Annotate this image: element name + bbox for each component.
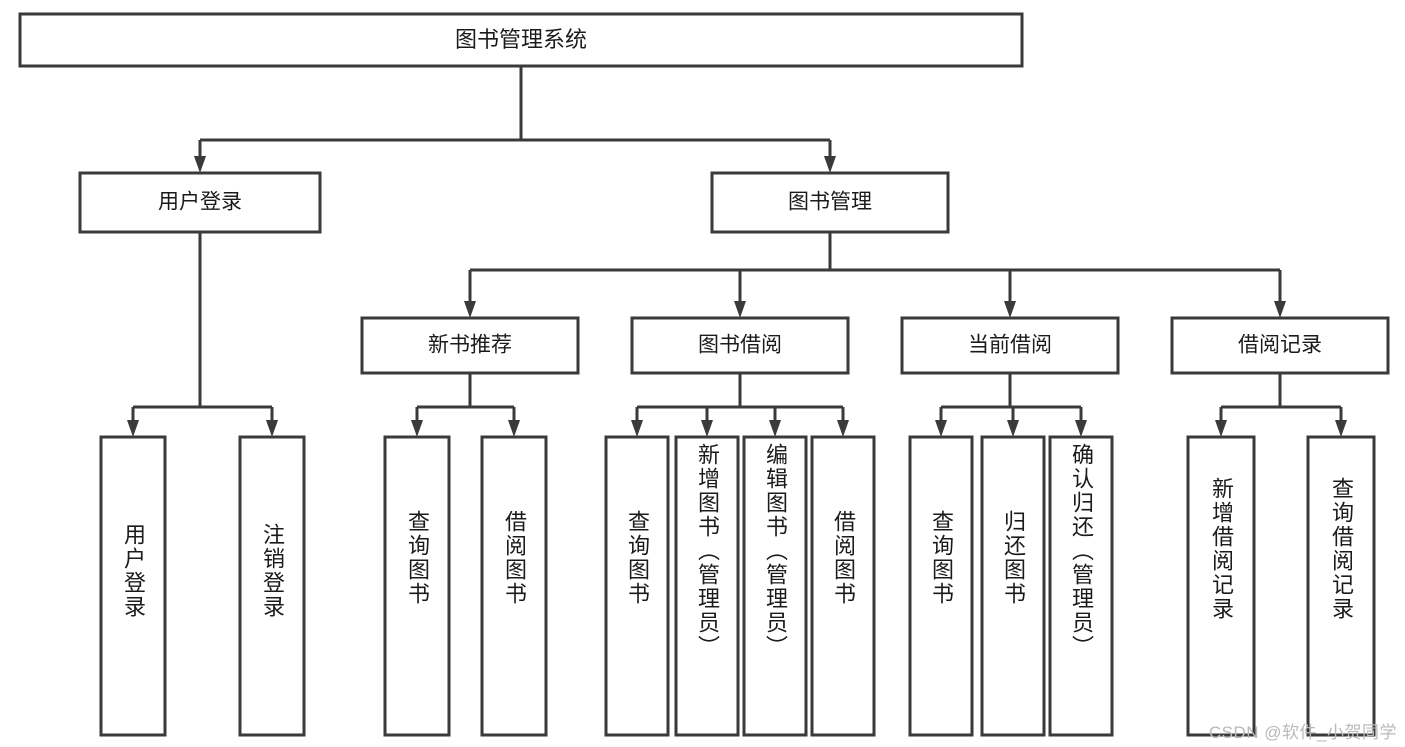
new-book-recommend-box[interactable] [360, 316, 580, 375]
arrowhead-new-book-rec [464, 301, 476, 318]
leaf-box-user-login[interactable] [99, 435, 167, 737]
arrowhead-current-borrow [1004, 301, 1016, 318]
node-new-book-recommend[interactable]: 新书推荐 [360, 316, 580, 375]
node-book-management[interactable]: 图书管理 [710, 171, 950, 234]
arrowhead-leaf-8 [837, 420, 849, 437]
book-borrow-label: 图书借阅 [698, 334, 782, 357]
node-borrow-record[interactable]: 借阅记录 [1170, 316, 1390, 375]
new-book-recommend-label: 新书推荐 [428, 334, 512, 357]
arrowhead-leaf-10 [1007, 420, 1019, 437]
arrowhead-user-login [194, 156, 206, 173]
leaf-box-logout[interactable] [238, 435, 306, 737]
arrowhead-book-mgmt [824, 156, 836, 173]
user-login-label: 用户登录 [158, 191, 242, 214]
book-management-box[interactable] [710, 171, 950, 234]
leaf-box-query-borrow-record[interactable] [1306, 435, 1376, 737]
root-box[interactable] [18, 12, 1024, 68]
current-borrow-box[interactable] [900, 316, 1120, 375]
leaf-box-layer [99, 435, 1376, 737]
book-management-label: 图书管理 [788, 191, 872, 214]
borrow-record-label: 借阅记录 [1238, 334, 1322, 357]
leaf-box-add-borrow-record[interactable] [1186, 435, 1256, 737]
leaf-box-borrow-book-1[interactable] [480, 435, 548, 737]
leaf-box-return-book[interactable] [980, 435, 1046, 737]
arrowhead-leaf-12 [1215, 420, 1227, 437]
arrowhead-borrow-record [1274, 301, 1286, 318]
current-borrow-label: 当前借阅 [968, 334, 1052, 357]
book-borrow-box[interactable] [630, 316, 850, 375]
arrowhead-leaf-3 [411, 420, 423, 437]
root-label: 图书管理系统 [455, 27, 587, 52]
arrowhead-leaf-5 [631, 420, 643, 437]
user-login-box[interactable] [78, 171, 322, 234]
node-current-borrow[interactable]: 当前借阅 [900, 316, 1120, 375]
leaf-box-query-book-3[interactable] [908, 435, 974, 737]
arrowhead-leaf-11 [1075, 420, 1087, 437]
leaf-box-confirm-return-admin[interactable] [1048, 435, 1114, 737]
arrowhead-leaf-2 [266, 420, 278, 437]
connector-layer [127, 66, 1347, 437]
leaf-box-add-book-admin[interactable] [674, 435, 740, 737]
node-book-borrow[interactable]: 图书借阅 [630, 316, 850, 375]
node-user-login[interactable]: 用户登录 [78, 171, 322, 234]
arrowhead-book-borrow [734, 301, 746, 318]
arrowhead-leaf-9 [935, 420, 947, 437]
csdn-watermark: CSDN @软件_小贺同学 [1208, 723, 1397, 742]
leaf-box-edit-book-admin[interactable] [742, 435, 808, 737]
leaf-box-borrow-book-2[interactable] [810, 435, 876, 737]
arrowhead-leaf-1 [127, 420, 139, 437]
borrow-record-box[interactable] [1170, 316, 1390, 375]
arrowhead-leaf-6 [701, 420, 713, 437]
arrowhead-leaf-13 [1335, 420, 1347, 437]
leaf-box-query-book-1[interactable] [383, 435, 451, 737]
node-root[interactable]: 图书管理系统 [18, 12, 1024, 68]
arrowhead-leaf-7 [769, 420, 781, 437]
leaf-box-query-book-2[interactable] [604, 435, 670, 737]
arrowhead-leaf-4 [508, 420, 520, 437]
